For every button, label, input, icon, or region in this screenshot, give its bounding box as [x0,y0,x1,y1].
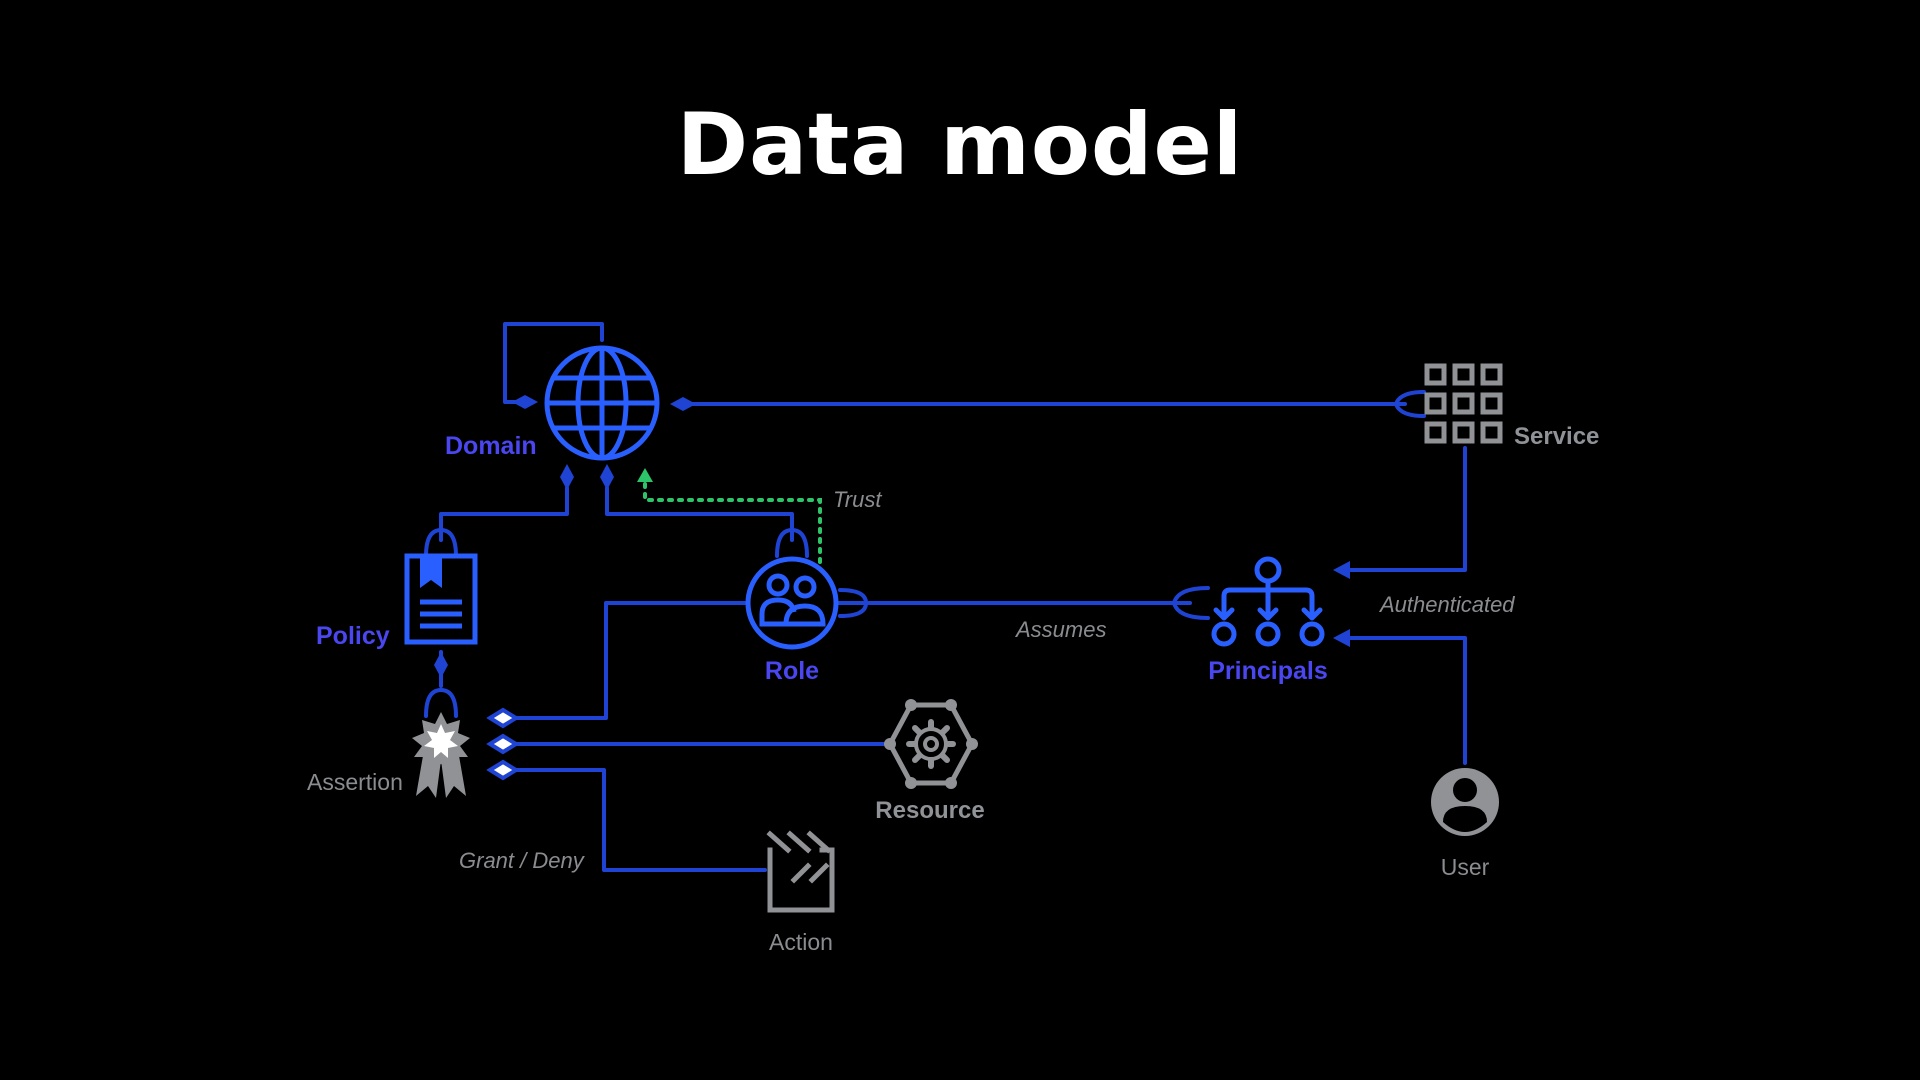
diamond-marker [560,464,574,490]
diamond-marker [434,652,448,678]
seal-icon [412,712,470,798]
domain-role-line [605,486,794,542]
trust-edge [637,468,822,564]
grant-deny-edge-label: Grant / Deny [459,848,586,873]
action-label: Action [769,929,833,955]
hierarchy-icon [1211,556,1325,647]
role-circle-connector [838,588,868,618]
arrowhead-marker [1333,629,1350,647]
assertion-label: Assertion [307,769,403,795]
user-label: User [1441,854,1490,880]
authenticated-edge-label: Authenticated [1378,592,1515,617]
diamond-marker [512,395,538,409]
slide-title: Data model [676,95,1244,195]
grid-icon [1424,363,1503,444]
gear-hexagon-icon [884,699,978,789]
hollow-diamond-marker [486,707,520,729]
trust-edge-label: Trust [833,487,882,512]
user-icon [1431,768,1499,836]
globe-icon [544,345,660,461]
domain-policy-line [439,486,569,542]
users-group-icon [745,556,839,650]
principals-crowsfoot [1172,586,1210,620]
resource-label: Resource [875,797,984,824]
connector-markers [434,395,1350,678]
trust-arrow-icon [637,468,653,482]
service-label: Service [1514,423,1599,450]
domain-label: Domain [445,432,537,460]
assertion-hollow-diamonds [486,707,520,781]
domain-self-loop [503,322,604,404]
assertion-action-line [513,768,767,872]
role-crowsfoot [775,528,809,558]
diamond-marker [670,397,696,411]
policy-label: Policy [316,622,390,650]
arrowhead-marker [1333,561,1350,579]
trust-dotted-line [643,476,822,564]
policy-crowsfoot [424,528,458,558]
diamond-marker [600,464,614,490]
user-principals-line [1348,636,1467,765]
clapperboard-icon [766,830,835,913]
service-principals-line [1348,446,1467,572]
assertion-crowsfoot [424,688,458,718]
role-label: Role [765,657,819,685]
hollow-diamond-marker [486,733,520,755]
hollow-diamond-marker [486,759,520,781]
service-crowsfoot [1394,390,1426,418]
principals-label: Principals [1208,657,1328,685]
connectors [424,322,1467,872]
document-icon [404,553,478,645]
assertion-role-line [513,601,747,720]
assumes-edge-label: Assumes [1014,617,1106,642]
